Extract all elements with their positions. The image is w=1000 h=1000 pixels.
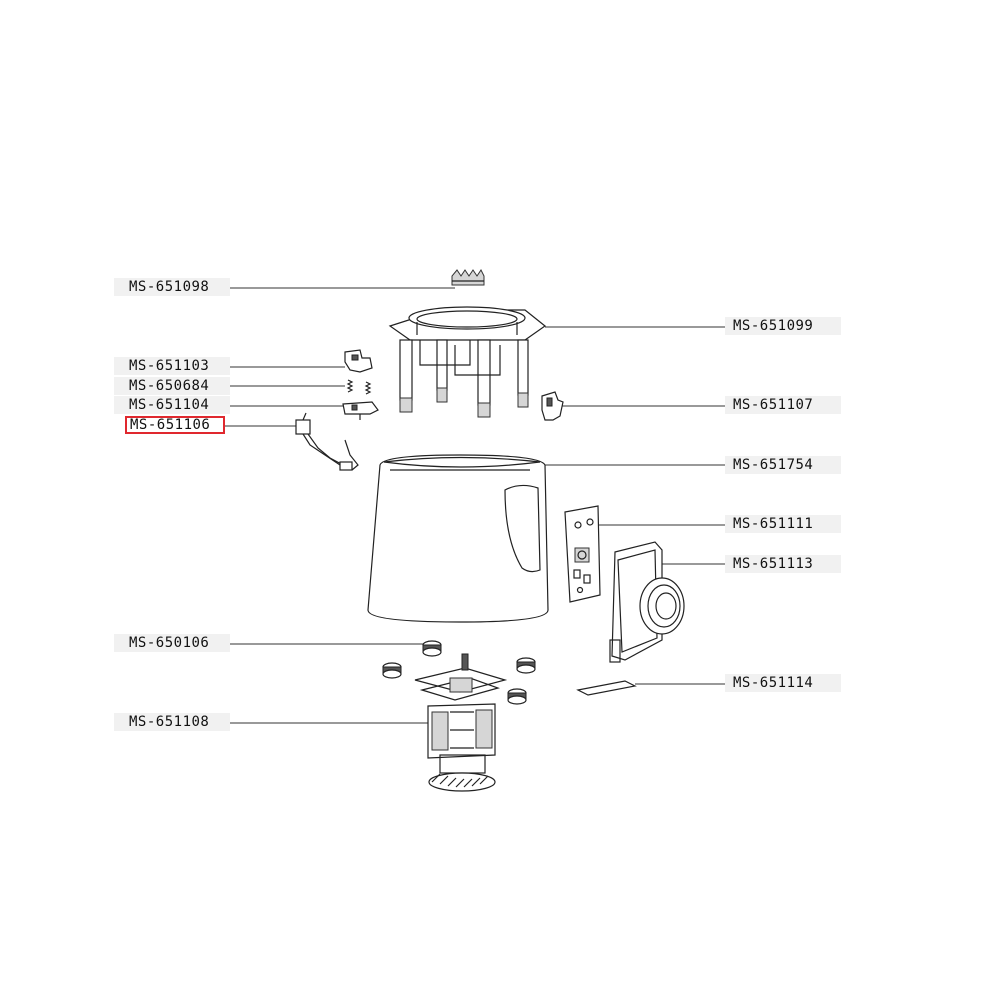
part-motor-651108 <box>414 653 508 792</box>
part-label-651111[interactable]: MS-651111 <box>725 515 841 533</box>
part-label-651106[interactable]: MS-651106 <box>125 416 225 434</box>
part-label-650106[interactable]: MS-650106 <box>114 634 230 652</box>
part-label-651114[interactable]: MS-651114 <box>725 674 841 692</box>
part-microswitch-651106 <box>295 412 359 471</box>
part-coupling-651098 <box>451 269 485 286</box>
part-housing-651754 <box>367 454 549 623</box>
part-top-frame-651099 <box>388 306 547 418</box>
leader-lines <box>224 287 725 724</box>
part-label-651099[interactable]: MS-651099 <box>725 317 841 335</box>
part-label-651113[interactable]: MS-651113 <box>725 555 841 573</box>
part-label-651754[interactable]: MS-651754 <box>725 456 841 474</box>
motor-fan <box>428 772 496 792</box>
part-label-651103[interactable]: MS-651103 <box>114 357 230 375</box>
part-label-651098[interactable]: MS-651098 <box>114 278 230 296</box>
part-pcb-651111 <box>564 505 601 603</box>
part-label-650684[interactable]: MS-650684 <box>114 377 230 395</box>
part-lever-651104 <box>342 401 379 420</box>
part-clip-651107 <box>541 391 564 421</box>
part-control-housing-651113 <box>609 541 685 663</box>
part-springs-650684 <box>346 379 372 395</box>
part-label-651108[interactable]: MS-651108 <box>114 713 230 731</box>
part-label-651104[interactable]: MS-651104 <box>114 396 230 414</box>
part-pad-651114 <box>576 680 637 696</box>
part-feet-650106 <box>382 640 536 705</box>
part-switch-bracket-651103 <box>344 349 373 373</box>
part-label-651107[interactable]: MS-651107 <box>725 396 841 414</box>
